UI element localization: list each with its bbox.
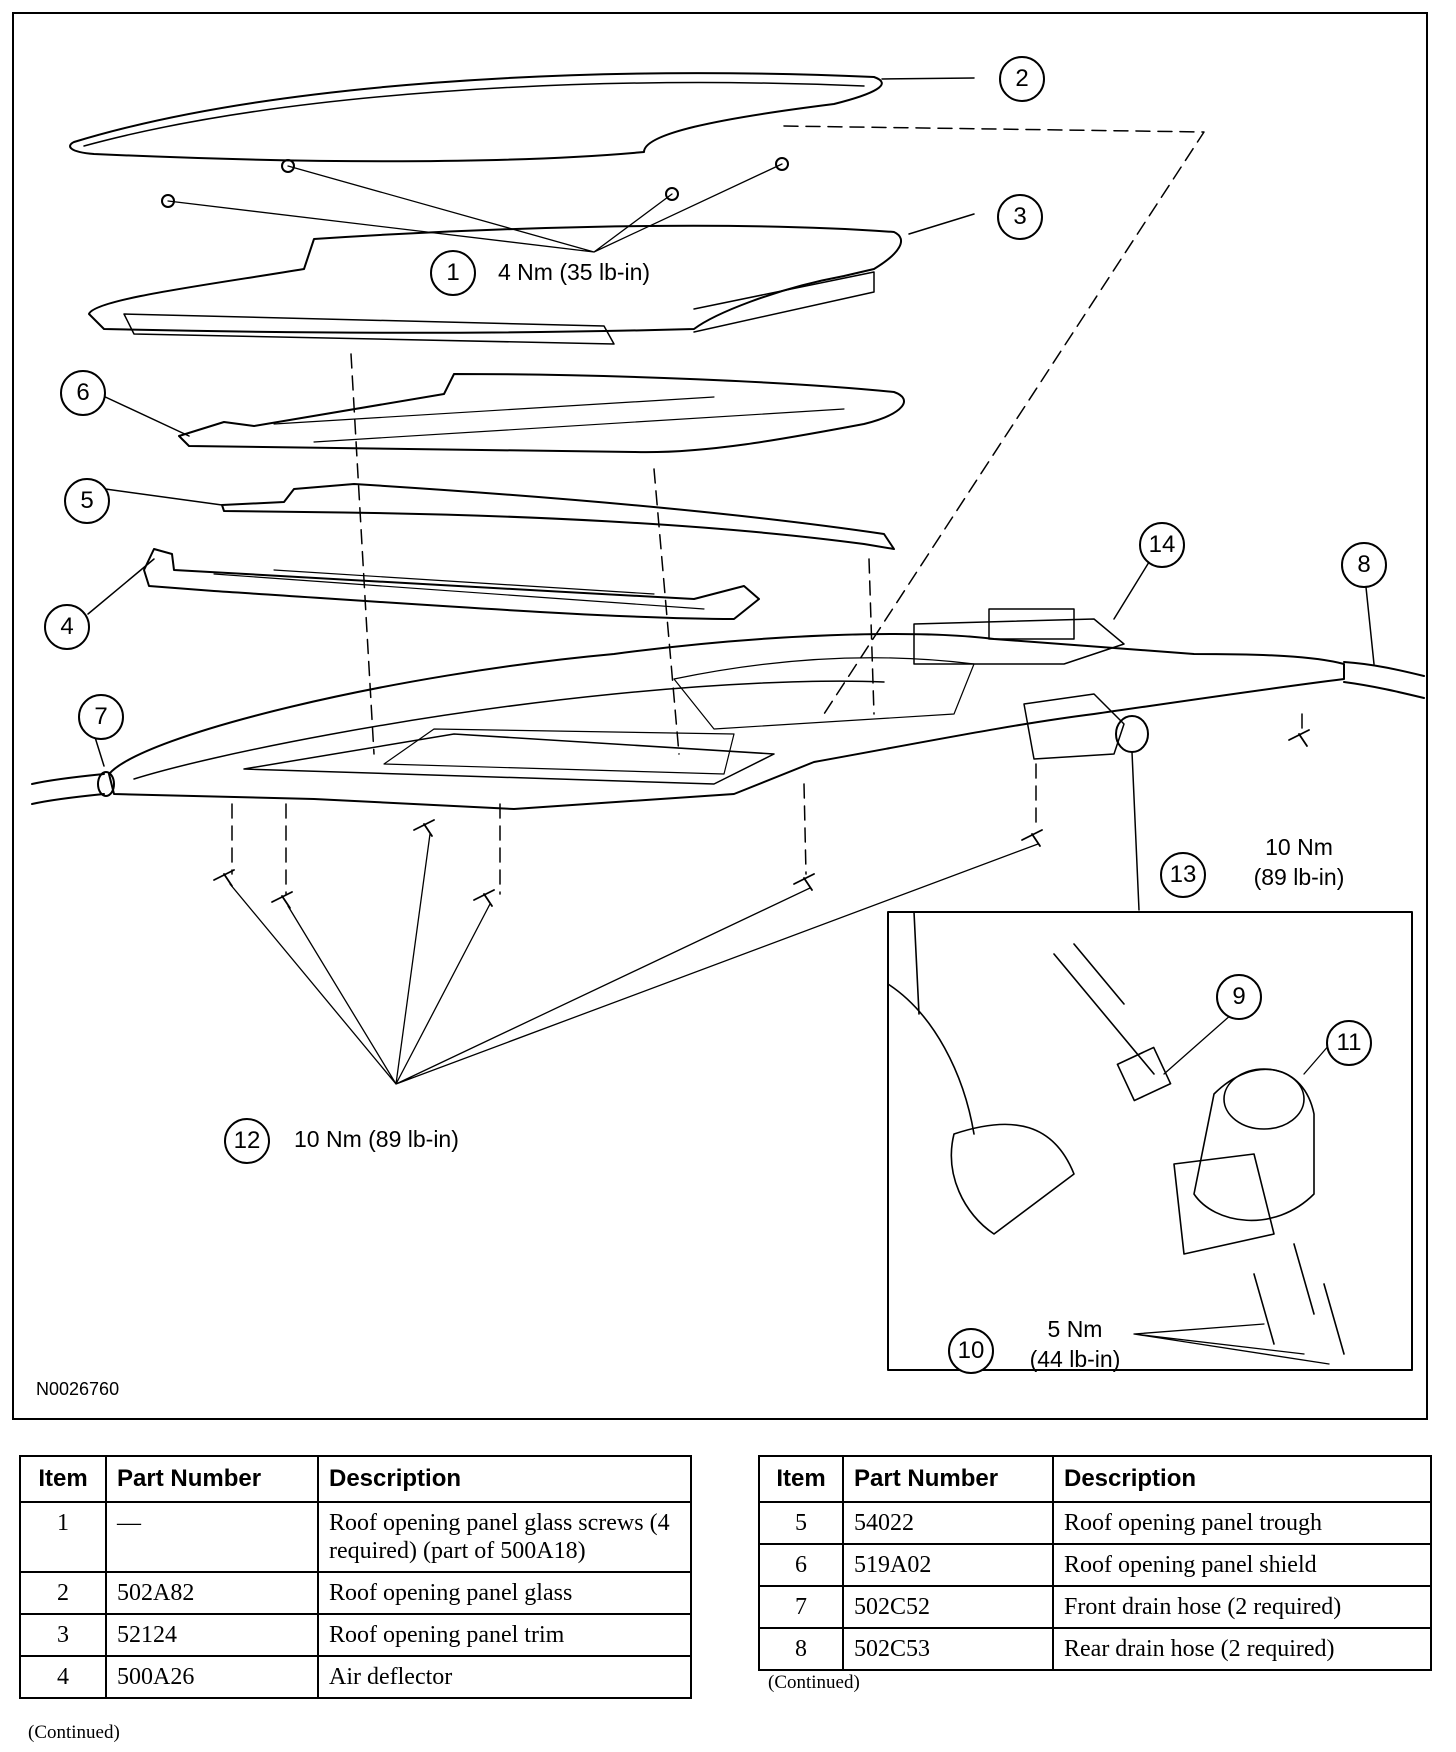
table-header-row: Item Part Number Description	[758, 1455, 1432, 1503]
exploded-view-figure: 1 2 3 4 5 6 7 8 9 10 11 12 13 14 4 Nm (3…	[12, 12, 1428, 1420]
description-cell: Roof opening panel trough	[1052, 1501, 1432, 1545]
table-row: 7 502C52 Front drain hose (2 required)	[758, 1585, 1432, 1629]
description-cell: Air deflector	[317, 1655, 692, 1699]
table-row: 5 54022 Roof opening panel trough	[758, 1501, 1432, 1545]
callout-5: 5	[64, 478, 110, 524]
torque-spec-13-lbin: (89 lb-in)	[1253, 864, 1345, 890]
callout-4: 4	[44, 604, 90, 650]
header-part-number: Part Number	[842, 1455, 1054, 1503]
header-item: Item	[19, 1455, 107, 1503]
inset-detail	[887, 911, 1413, 1371]
header-part-number: Part Number	[105, 1455, 319, 1503]
header-description: Description	[317, 1455, 692, 1503]
item-cell: 6	[758, 1543, 844, 1587]
item-cell: 1	[19, 1501, 107, 1573]
torque-spec-10: 5 Nm (44 lb-in)	[1010, 1314, 1140, 1374]
continued-note-left: (Continued)	[28, 1722, 120, 1743]
callout-2: 2	[999, 56, 1045, 102]
item-cell: 8	[758, 1627, 844, 1671]
callout-10: 10	[948, 1328, 994, 1374]
table-row: 1 — Roof opening panel glass screws (4 r…	[19, 1501, 692, 1573]
parts-table-left: Item Part Number Description 1 — Roof op…	[19, 1455, 692, 1699]
callout-7: 7	[78, 694, 124, 740]
callout-8: 8	[1341, 542, 1387, 588]
description-cell: Roof opening panel shield	[1052, 1543, 1432, 1587]
item-cell: 7	[758, 1585, 844, 1629]
table-header-row: Item Part Number Description	[19, 1455, 692, 1503]
callout-12: 12	[224, 1118, 270, 1164]
item-cell: 3	[19, 1613, 107, 1657]
rear-drain-hose	[1343, 661, 1425, 699]
table-row: 8 502C53 Rear drain hose (2 required)	[758, 1627, 1432, 1671]
torque-spec-13-nm: 10 Nm	[1265, 834, 1333, 860]
continued-note-right: (Continued)	[768, 1672, 860, 1693]
exploded-view-drawing	[31, 72, 1425, 1371]
table-row: 6 519A02 Roof opening panel shield	[758, 1543, 1432, 1587]
air-deflector-part	[143, 548, 760, 620]
description-cell: Roof opening panel glass	[317, 1571, 692, 1615]
item-cell: 4	[19, 1655, 107, 1699]
shield-part	[178, 373, 905, 454]
torque-spec-10-nm: 5 Nm	[1047, 1316, 1103, 1342]
torque-spec-13: 10 Nm (89 lb-in)	[1234, 832, 1364, 892]
callout-9: 9	[1216, 974, 1262, 1020]
roof-frame-part	[108, 633, 1345, 810]
bolt-group	[213, 729, 1310, 909]
callout-14: 14	[1139, 522, 1185, 568]
parts-table-right: Item Part Number Description 5 54022 Roo…	[758, 1455, 1432, 1671]
table-row: 4 500A26 Air deflector	[19, 1655, 692, 1699]
callout-11: 11	[1326, 1020, 1372, 1066]
part-number-cell: 502C53	[842, 1627, 1054, 1671]
trough-part	[221, 483, 895, 550]
part-number-cell: 502A82	[105, 1571, 319, 1615]
description-cell: Roof opening panel glass screws (4 requi…	[317, 1501, 692, 1573]
roof-glass-part	[69, 72, 883, 163]
trim-panel-part	[88, 224, 902, 334]
torque-spec-1: 4 Nm (35 lb-in)	[498, 259, 651, 285]
header-description: Description	[1052, 1455, 1432, 1503]
figure-id: N0026760	[36, 1379, 120, 1399]
table-row: 2 502A82 Roof opening panel glass	[19, 1571, 692, 1615]
item-cell: 5	[758, 1501, 844, 1545]
table-row: 3 52124 Roof opening panel trim	[19, 1613, 692, 1657]
item-cell: 2	[19, 1571, 107, 1615]
part-number-cell: 502C52	[842, 1585, 1054, 1629]
callout-6: 6	[60, 370, 106, 416]
torque-spec-10-lbin: (44 lb-in)	[1029, 1346, 1121, 1372]
description-cell: Front drain hose (2 required)	[1052, 1585, 1432, 1629]
header-item: Item	[758, 1455, 844, 1503]
front-drain-hose	[31, 773, 105, 805]
callout-1: 1	[430, 250, 476, 296]
part-number-cell: 519A02	[842, 1543, 1054, 1587]
part-number-cell: —	[105, 1501, 319, 1573]
callout-3: 3	[997, 194, 1043, 240]
callout-13: 13	[1160, 852, 1206, 898]
part-number-cell: 500A26	[105, 1655, 319, 1699]
part-number-cell: 52124	[105, 1613, 319, 1657]
torque-spec-12: 10 Nm (89 lb-in)	[294, 1126, 459, 1152]
description-cell: Rear drain hose (2 required)	[1052, 1627, 1432, 1671]
part-number-cell: 54022	[842, 1501, 1054, 1545]
description-cell: Roof opening panel trim	[317, 1613, 692, 1657]
